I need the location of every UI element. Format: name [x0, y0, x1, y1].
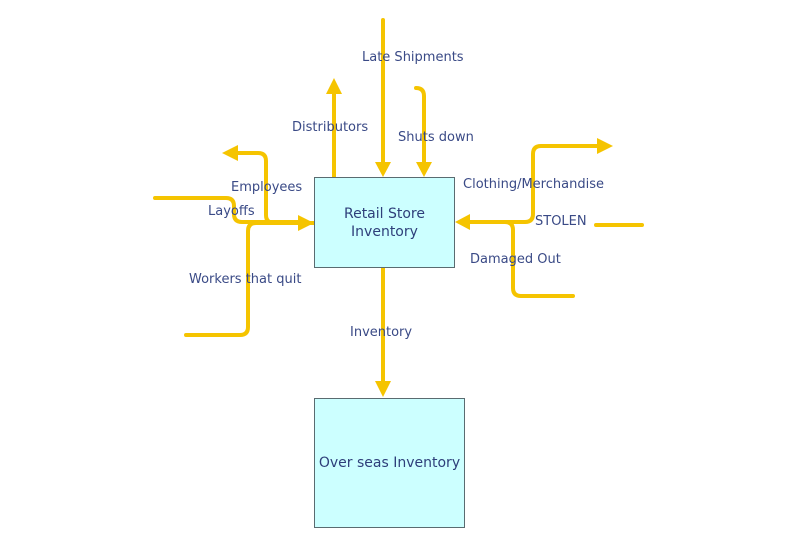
- arrowhead-into-retail-left: [298, 215, 314, 231]
- retail-label-line1: Retail Store: [343, 205, 425, 222]
- flow-workers-quit: [184, 221, 300, 337]
- label-damaged-out: Damaged Out: [470, 252, 561, 267]
- label-late-shipments: Late Shipments: [362, 50, 464, 65]
- label-workers-that-quit: Workers that quit: [189, 272, 302, 287]
- arrowhead-inventory: [375, 381, 391, 397]
- retail-label-line2: Inventory: [351, 223, 418, 240]
- retail-store-inventory-label: Retail Store Inventory: [344, 205, 425, 241]
- label-employees: Employees: [231, 180, 303, 195]
- label-layoffs: Layoffs: [208, 204, 255, 219]
- arrowhead-employees: [222, 145, 238, 161]
- label-inventory: Inventory: [350, 325, 413, 340]
- label-clothing-merchandise: Clothing/Merchandise: [463, 177, 604, 192]
- flow-layoffs: [153, 196, 300, 224]
- label-distributors: Distributors: [292, 120, 369, 135]
- flow-damaged-out: [468, 220, 575, 298]
- arrowhead-into-retail-right: [455, 214, 470, 230]
- arrowhead-clothing: [597, 138, 613, 154]
- retail-store-inventory-node: Retail Store Inventory: [314, 177, 455, 268]
- label-shuts-down: Shuts down: [398, 130, 474, 145]
- arrowhead-late-shipments: [375, 162, 391, 177]
- arrowhead-distributors: [326, 78, 342, 94]
- overseas-inventory-label: Over seas Inventory: [318, 455, 461, 471]
- overseas-inventory-node: Over seas Inventory: [314, 398, 465, 528]
- flow-clothing: [468, 144, 599, 224]
- arrowhead-shuts-down: [416, 162, 432, 177]
- flow-shuts-down: [414, 86, 426, 164]
- label-stolen: STOLEN: [535, 214, 587, 229]
